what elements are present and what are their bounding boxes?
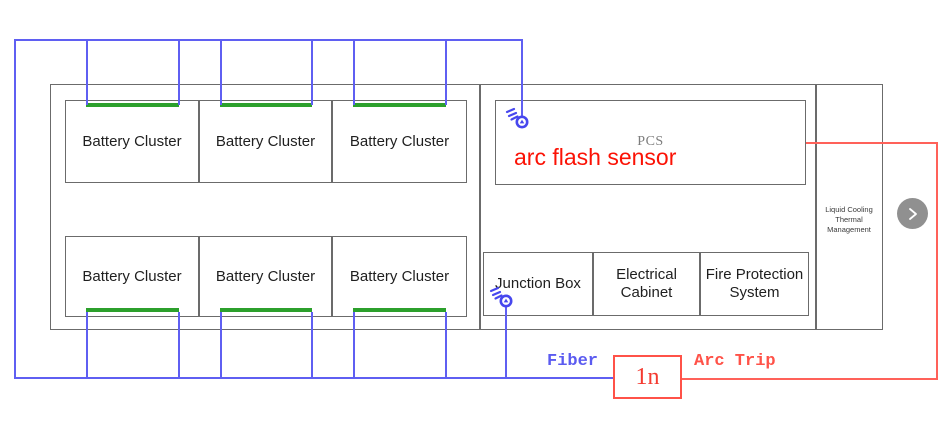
fiber-junction-sensor-wire xyxy=(505,306,507,378)
fiber-left-riser-wire xyxy=(14,39,16,379)
fiber-drop-wire xyxy=(86,39,88,105)
fiber-drop-wire xyxy=(178,39,180,105)
busbar xyxy=(220,103,312,107)
arc-trip-bottom-wire xyxy=(682,378,938,380)
relay-label: 1n xyxy=(635,363,660,390)
arc-trip-pcs-wire xyxy=(806,142,938,144)
battery-cluster-label: Battery Cluster xyxy=(82,132,182,150)
battery-cluster-box: Battery Cluster xyxy=(199,100,332,183)
battery-cluster-box: Battery Cluster xyxy=(199,236,332,317)
pcs-box xyxy=(495,100,806,185)
relay-box: 1n xyxy=(613,355,682,399)
fiber-drop-wire xyxy=(86,312,88,378)
fiber-drop-wire xyxy=(311,39,313,105)
battery-cluster-box: Battery Cluster xyxy=(65,100,199,183)
fiber-line-label: Fiber xyxy=(547,352,599,371)
chevron-right-icon xyxy=(905,206,921,222)
arc-flash-sensor-icon xyxy=(505,105,531,131)
battery-cluster-label: Battery Cluster xyxy=(82,267,182,285)
fiber-drop-wire xyxy=(220,39,222,105)
fire-protection-box: Fire Protection System xyxy=(700,252,809,316)
battery-cluster-label: Battery Cluster xyxy=(215,132,316,150)
battery-cluster-label: Battery Cluster xyxy=(349,132,450,150)
busbar xyxy=(86,103,179,107)
fiber-drop-wire xyxy=(445,39,447,105)
arc-trip-right-riser-wire xyxy=(936,142,938,380)
fiber-drop-wire xyxy=(311,312,313,378)
fiber-drop-wire xyxy=(445,312,447,378)
fiber-top-bus-wire xyxy=(14,39,523,41)
liquid-cooling-label: Liquid Cooling Thermal Management xyxy=(825,205,873,234)
arc-trip-line-label: Arc Trip xyxy=(694,352,776,371)
fiber-bottom-bus-wire xyxy=(14,377,614,379)
battery-cluster-label: Battery Cluster xyxy=(215,267,316,285)
battery-cluster-box: Battery Cluster xyxy=(332,236,467,317)
busbar xyxy=(353,103,446,107)
battery-cluster-label: Battery Cluster xyxy=(349,267,450,285)
arc-flash-sensor-annotation: arc flash sensor xyxy=(514,144,677,170)
partition-line-cooling-column xyxy=(815,84,817,330)
carousel-next-button[interactable] xyxy=(897,198,928,229)
fire-protection-label: Fire Protection System xyxy=(705,266,804,301)
electrical-cabinet-box: Electrical Cabinet xyxy=(593,252,700,316)
container-enclosure-outline xyxy=(50,84,883,330)
busbar xyxy=(220,308,312,312)
partition-line-battery-pcs xyxy=(479,84,481,330)
fiber-pcs-sensor-wire xyxy=(521,39,523,117)
arc-flash-sensor-icon xyxy=(489,284,515,310)
electrical-cabinet-label: Electrical Cabinet xyxy=(616,266,677,301)
fiber-drop-wire xyxy=(353,39,355,105)
battery-cluster-box: Battery Cluster xyxy=(332,100,467,183)
fiber-drop-wire xyxy=(353,312,355,378)
fiber-drop-wire xyxy=(220,312,222,378)
busbar xyxy=(86,308,179,312)
pcs-label: PCS xyxy=(637,134,664,149)
battery-cluster-box: Battery Cluster xyxy=(65,236,199,317)
fiber-drop-wire xyxy=(178,312,180,378)
busbar xyxy=(353,308,446,312)
junction-box: Junction Box xyxy=(483,252,593,316)
junction-box-label: Junction Box xyxy=(495,275,581,292)
